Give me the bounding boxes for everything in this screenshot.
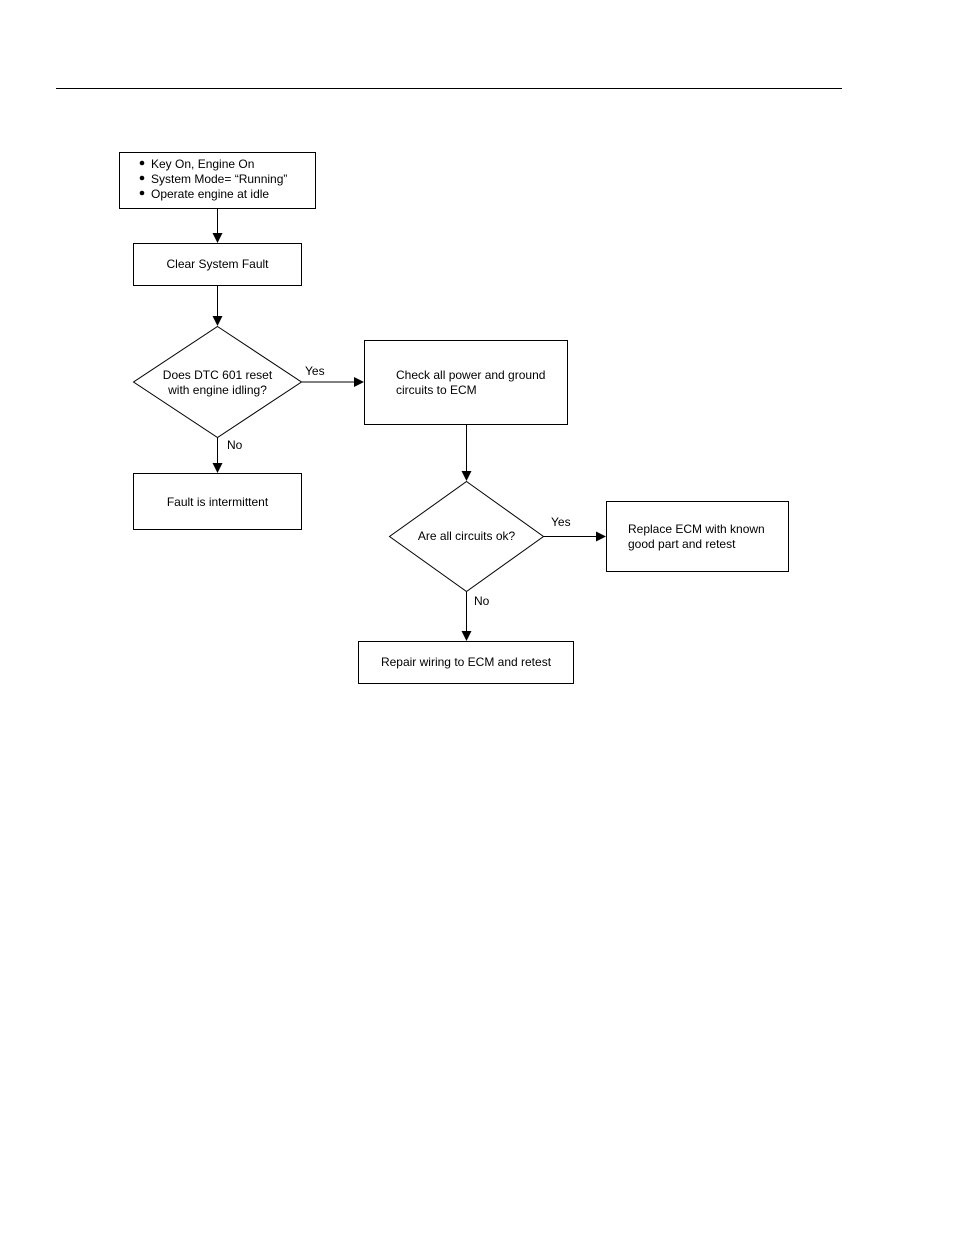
bullet-icon [140,161,145,166]
intermittent-box: Fault is intermittent [134,474,302,530]
arrow-check-to-decision [462,425,472,481]
start-item-1: Key On, Engine On [151,157,254,171]
arrow-clear-to-decision [213,286,223,326]
decision-circuits-ok: Are all circuits ok? [390,482,544,592]
dtc-yes-label: Yes [305,364,325,378]
start-box: Key On, Engine On System Mode= “Running”… [120,153,316,209]
decision-dtc-line2: with engine idling? [167,383,267,397]
clear-fault-box: Clear System Fault [134,244,302,286]
arrow-dtc-no: No [213,438,243,473]
arrow-circuits-yes: Yes [544,515,607,542]
arrow-circuits-no: No [462,592,490,641]
replace-ecm-line2: good part and retest [628,537,736,551]
circuits-no-label: No [474,594,490,608]
circuits-yes-label: Yes [551,515,571,529]
replace-ecm-box: Replace ECM with known good part and ret… [607,502,789,572]
bullet-icon [140,191,145,196]
start-item-2: System Mode= “Running” [151,172,287,186]
check-circuits-line1: Check all power and ground [396,368,545,382]
replace-ecm-line1: Replace ECM with known [628,522,765,536]
decision-dtc-line1: Does DTC 601 reset [163,368,273,382]
arrow-dtc-yes: Yes [302,364,365,387]
start-item-3: Operate engine at idle [151,187,269,201]
dtc-no-label: No [227,438,243,452]
check-circuits-line2: circuits to ECM [396,383,477,397]
decision-circuits-label: Are all circuits ok? [418,529,516,543]
clear-fault-label: Clear System Fault [166,257,269,271]
check-circuits-box: Check all power and ground circuits to E… [365,341,568,425]
repair-wiring-label: Repair wiring to ECM and retest [381,655,552,669]
intermittent-label: Fault is intermittent [167,495,269,509]
decision-dtc-601: Does DTC 601 reset with engine idling? [134,327,302,438]
arrow-start-to-clear [213,209,223,243]
repair-wiring-box: Repair wiring to ECM and retest [359,642,574,684]
bullet-icon [140,176,145,181]
